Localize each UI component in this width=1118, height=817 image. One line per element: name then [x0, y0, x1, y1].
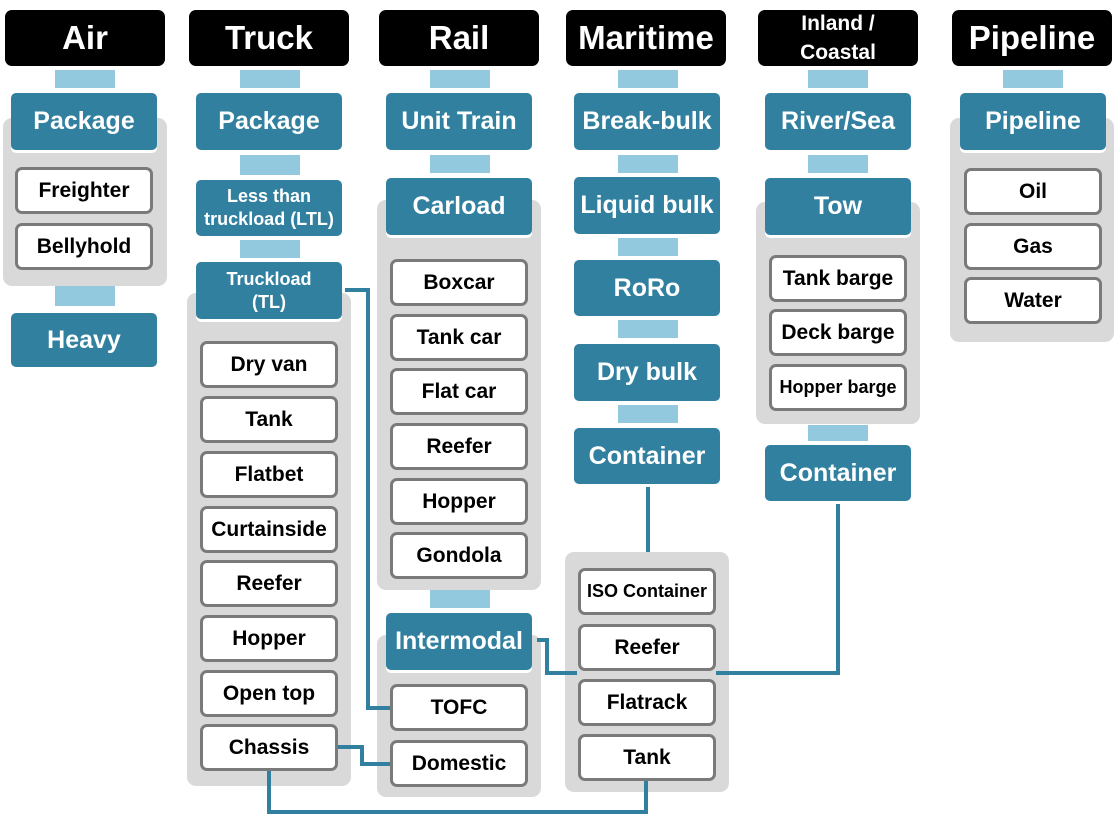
air-heavy-box: Heavy	[11, 313, 157, 367]
maritime-tank-box: Tank	[578, 734, 716, 781]
connector	[55, 286, 115, 306]
truck-tank-box: Tank	[200, 396, 338, 443]
maritime-dry-bulk-box: Dry bulk	[574, 344, 720, 401]
rail-tofc-box: TOFC	[390, 684, 528, 731]
maritime-flatrack-box: Flatrack	[578, 679, 716, 726]
inland-tow-box: Tow	[765, 178, 911, 235]
truck-dry-van-box: Dry van	[200, 341, 338, 388]
rail-flat-car-box: Flat car	[390, 368, 528, 415]
connector	[618, 155, 678, 173]
inland-container-to-maritime-line	[716, 502, 840, 675]
maritime-reefer-box: Reefer	[578, 624, 716, 671]
air-freighter-box: Freighter	[15, 167, 153, 214]
maritime-iso-container-box: ISO Container	[578, 568, 716, 615]
truck-tl-box: Truckload (TL)	[196, 262, 342, 319]
rail-unit-train-box: Unit Train	[386, 93, 532, 150]
truck-hopper-box: Hopper	[200, 615, 338, 662]
rail-boxcar-box: Boxcar	[390, 259, 528, 306]
header-air: Air	[5, 10, 165, 66]
header-truck: Truck	[189, 10, 349, 66]
pipeline-box: Pipeline	[960, 93, 1106, 150]
header-inland-coastal: Inland / Coastal	[758, 10, 918, 66]
connector	[1003, 70, 1063, 88]
inland-river-sea-box: River/Sea	[765, 93, 911, 150]
air-package-box: Package	[11, 93, 157, 150]
truck-chassis-box: Chassis	[200, 724, 338, 771]
rail-domestic-box: Domestic	[390, 740, 528, 787]
truck-reefer-box: Reefer	[200, 560, 338, 607]
connector	[240, 70, 300, 88]
connector	[430, 70, 490, 88]
connector	[618, 405, 678, 423]
inland-container-box: Container	[765, 445, 911, 501]
chassis-to-tank-line	[267, 770, 648, 814]
connector	[808, 425, 868, 441]
pipeline-oil-box: Oil	[964, 168, 1102, 215]
connector	[430, 590, 490, 608]
header-pipeline: Pipeline	[952, 10, 1112, 66]
tl-to-tofc-line	[345, 288, 390, 710]
truck-curtainside-box: Curtainside	[200, 506, 338, 553]
rail-intermodal-box: Intermodal	[386, 613, 532, 670]
rail-hopper-box: Hopper	[390, 478, 528, 525]
inland-hopper-barge-box: Hopper barge	[769, 364, 907, 411]
maritime-liquid-bulk-box: Liquid bulk	[574, 177, 720, 234]
truck-package-box: Package	[196, 93, 342, 150]
truck-open-top-box: Open top	[200, 670, 338, 717]
intermodal-to-container-line	[537, 638, 577, 675]
connector	[618, 238, 678, 256]
inland-tank-barge-box: Tank barge	[769, 255, 907, 302]
chassis-to-domestic-line	[338, 745, 390, 766]
connector	[430, 155, 490, 173]
rail-carload-box: Carload	[386, 178, 532, 235]
connector	[240, 240, 300, 258]
truck-ltl-box: Less than truckload (LTL)	[196, 180, 342, 236]
connector	[240, 155, 300, 175]
maritime-roro-box: RoRo	[574, 260, 720, 316]
maritime-breakbulk-box: Break-bulk	[574, 93, 720, 150]
pipeline-gas-box: Gas	[964, 223, 1102, 270]
rail-gondola-box: Gondola	[390, 532, 528, 579]
rail-reefer-box: Reefer	[390, 423, 528, 470]
connector	[618, 320, 678, 338]
connector	[618, 70, 678, 88]
truck-flatbet-box: Flatbet	[200, 451, 338, 498]
connector	[808, 155, 868, 173]
header-rail: Rail	[379, 10, 539, 66]
connector	[55, 70, 115, 88]
header-maritime: Maritime	[566, 10, 726, 66]
maritime-container-box: Container	[574, 428, 720, 484]
air-bellyhold-box: Bellyhold	[15, 223, 153, 270]
rail-tank-car-box: Tank car	[390, 314, 528, 361]
pipeline-water-box: Water	[964, 277, 1102, 324]
inland-deck-barge-box: Deck barge	[769, 309, 907, 356]
connector	[808, 70, 868, 88]
